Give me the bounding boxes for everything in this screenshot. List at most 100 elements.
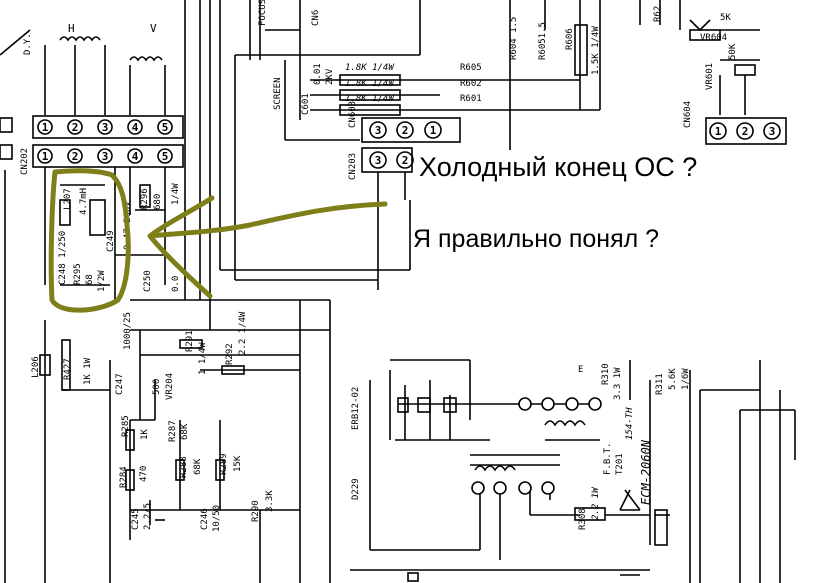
svg-text:2: 2	[402, 124, 409, 137]
focus-label: FOCUS	[258, 0, 268, 26]
fbt-part-label: 154-TH	[625, 407, 635, 440]
r287-value: 68K	[180, 423, 190, 440]
d229-label: D229	[351, 478, 361, 500]
svg-text:3: 3	[769, 125, 776, 138]
r62-label: R62	[653, 6, 663, 22]
sk-label: 5K	[720, 13, 731, 23]
r602-value: 1.8K 1/4W	[345, 79, 395, 89]
r295-value: 68	[85, 274, 95, 285]
r308-label: R308	[578, 508, 588, 530]
r285-label: R285	[121, 415, 131, 437]
t201-label: T201	[615, 453, 625, 475]
r290-value: 3.3K	[265, 490, 275, 512]
h-label: H	[68, 22, 75, 35]
svg-text:4: 4	[132, 121, 139, 134]
c250-label: C250	[143, 270, 153, 292]
v-label: V	[150, 22, 157, 35]
r606-label: R606	[565, 28, 575, 50]
l207-value: 4.7mH	[79, 188, 89, 215]
c246-label: C246	[200, 508, 210, 530]
r289-label: R289	[219, 453, 229, 475]
r285-value: 1K	[140, 429, 150, 440]
r601-label: R601	[460, 94, 482, 104]
annotation-loop	[48, 168, 131, 313]
svg-text:1: 1	[715, 125, 722, 138]
vr601-value: 50K	[728, 43, 738, 60]
vr601-label: VR601	[705, 63, 715, 90]
r310-label: R310	[601, 363, 611, 385]
r295-watt: 1/2W	[97, 270, 107, 292]
c247-label: C247	[115, 373, 125, 395]
r289-value: 15K	[233, 455, 243, 472]
r308-value: 2.2 1W	[591, 486, 601, 520]
svg-text:5: 5	[162, 150, 169, 163]
e-label: E	[578, 365, 583, 375]
r427-value: 1K 1W	[83, 357, 93, 385]
svg-text:1: 1	[42, 121, 49, 134]
r288-value: 68K	[193, 458, 203, 475]
svg-text:5: 5	[162, 121, 169, 134]
svg-text:3: 3	[375, 124, 382, 137]
cn202-label: CN202	[20, 148, 30, 175]
r292-label: R292	[225, 343, 235, 365]
cn604-connector	[705, 117, 787, 145]
r311-watt: 1/6W	[681, 368, 691, 390]
c245-value: 2.2/5	[143, 503, 153, 530]
r311-value: 5.6K	[668, 368, 678, 390]
r296-value: 680	[153, 194, 163, 210]
ecm-label: ECM-2060N	[639, 439, 653, 505]
svg-text:3: 3	[102, 150, 109, 163]
r6051-label: R6051.5	[538, 22, 548, 60]
c245-label: C245	[131, 508, 141, 530]
svg-text:2: 2	[402, 154, 409, 167]
r296-watt: 1/4W	[171, 183, 181, 205]
r287-label: R287	[168, 420, 178, 442]
r291-label: R291	[185, 330, 195, 352]
c601-value: 0.01	[313, 63, 323, 85]
h-coil	[59, 36, 101, 42]
r288-label: R288	[179, 456, 189, 478]
r292-value: 2.2 1/4W	[238, 311, 248, 355]
r290-label: R290	[251, 500, 261, 522]
svg-text:2: 2	[72, 150, 79, 163]
r606-value: 1.5K 1/4W	[591, 26, 601, 75]
r284-value: 470	[139, 466, 149, 482]
dy-label: D.Y.	[23, 33, 33, 55]
c247-value: 1000/25	[123, 312, 133, 350]
annotation-arrow	[147, 195, 388, 299]
svg-text:3: 3	[102, 121, 109, 134]
r311-label: R311	[655, 373, 665, 395]
r310-value: 3.3 1W	[613, 367, 623, 400]
erb-label: ERB12-02	[351, 387, 361, 430]
cn202-connector	[32, 144, 184, 168]
r602-label: R602	[460, 79, 482, 89]
r296-label: R296	[140, 188, 150, 210]
screen-label: SCREEN	[273, 77, 283, 110]
svg-text:1: 1	[42, 150, 49, 163]
vr604-label: VR604	[700, 33, 727, 43]
cn203-label: CN203	[348, 153, 358, 180]
svg-text:2: 2	[72, 121, 79, 134]
svg-text:2: 2	[742, 125, 749, 138]
svg-text:3: 3	[375, 154, 382, 167]
c250-value: 0.0	[171, 276, 181, 292]
cn603-connector	[361, 117, 461, 143]
c601-label: C601	[301, 93, 311, 115]
r605-label: R605	[460, 63, 482, 73]
c246-value: 10/50	[212, 505, 222, 532]
cn604-label: CN604	[683, 101, 693, 128]
svg-text:1: 1	[430, 124, 437, 137]
cold-end-question: Холодный конец ОС ?	[419, 152, 698, 183]
c249-label: C249	[106, 230, 116, 252]
r605-value: 1.8K 1/4W	[345, 63, 395, 73]
r295-label: R295	[73, 263, 83, 285]
vr204-label: VR204	[165, 373, 175, 400]
l206-label: L206	[31, 356, 41, 378]
r427-label: R427	[63, 358, 73, 380]
r291-value: 1 1/4W	[198, 342, 208, 375]
understood-question: Я правильно понял ?	[413, 225, 660, 254]
cn203-connector	[361, 147, 413, 173]
cn603-label: CN603	[348, 101, 358, 128]
cn6-label: CN6	[311, 10, 321, 26]
